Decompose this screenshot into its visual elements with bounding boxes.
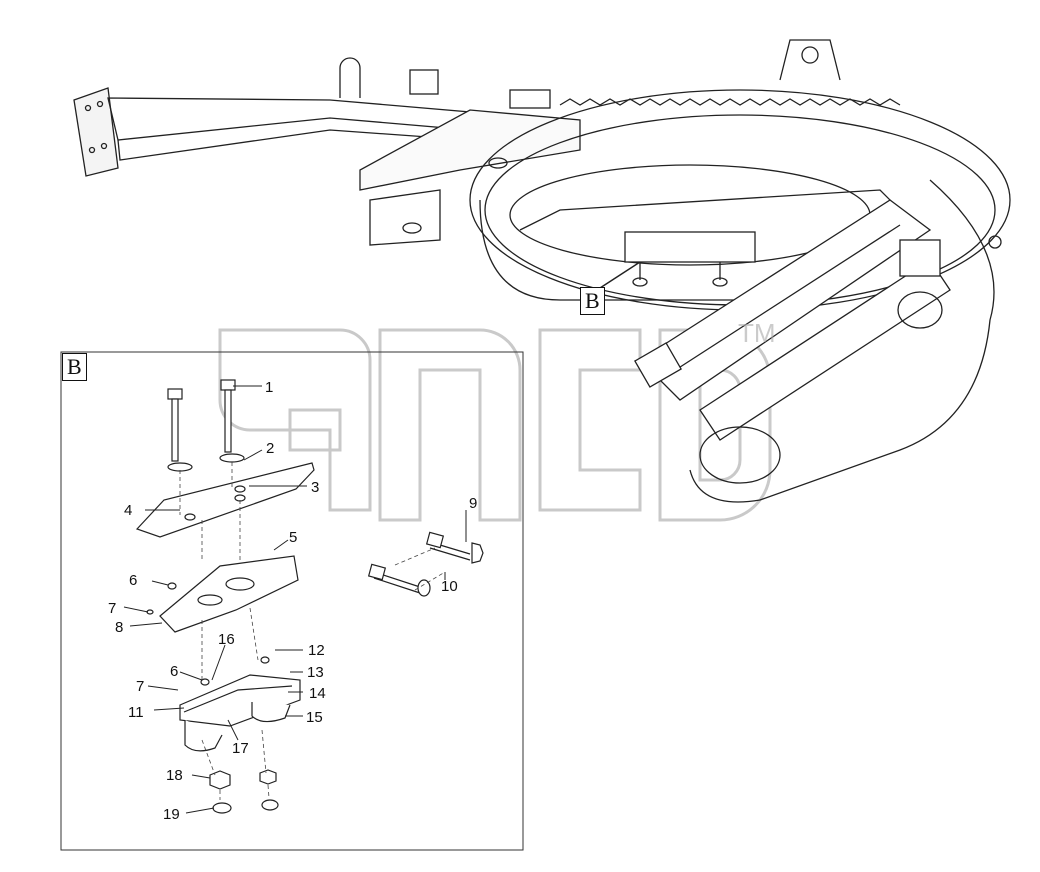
callout-10: 10 [441,578,458,595]
callout-6b: 6 [170,663,179,680]
callout-5: 5 [289,529,298,546]
detail-view-frame [60,351,524,851]
leader-lines [123,385,467,814]
detail-view-label: B [62,353,87,381]
callout-3: 3 [311,479,320,496]
callout-16: 16 [218,631,235,648]
callout-6a: 6 [129,572,138,589]
callout-1: 1 [265,379,274,396]
watermark-logo [218,328,772,522]
callout-8: 8 [115,619,124,636]
callout-17: 17 [232,740,249,757]
callout-2: 2 [266,440,275,457]
callout-7a: 7 [108,600,117,617]
callout-15: 15 [306,709,323,726]
main-assembly-drawing [73,39,1011,503]
callout-18: 18 [166,767,183,784]
callout-7b: 7 [136,678,145,695]
callout-4: 4 [124,502,133,519]
alignment-lines [179,462,446,800]
watermark-trademark: TM [738,318,776,348]
callout-14: 14 [309,685,326,702]
callout-9: 9 [469,495,478,512]
callout-19: 19 [163,806,180,823]
callout-12: 12 [308,642,325,659]
detail-b-parts [135,379,484,814]
callout-13: 13 [307,664,324,681]
view-label-main: B [580,287,605,315]
callout-11: 11 [128,704,144,721]
